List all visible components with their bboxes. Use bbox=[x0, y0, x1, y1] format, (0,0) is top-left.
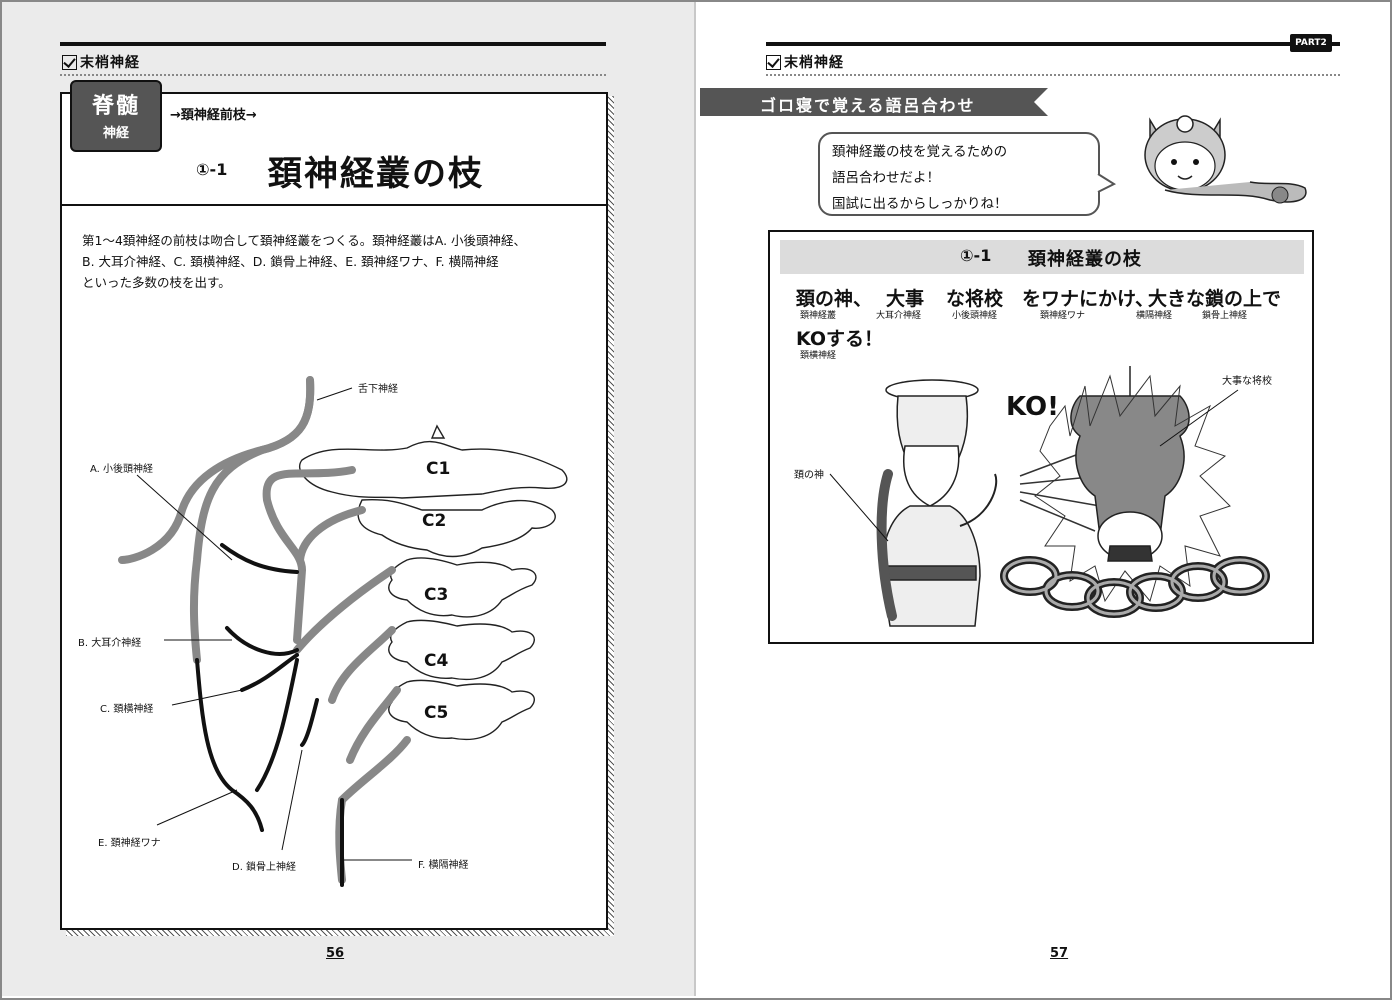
mnemonic-word: KOする！ bbox=[796, 328, 884, 350]
left-header: 末梢神経 bbox=[62, 52, 140, 72]
mnemonic-word: をワナにかけ、 bbox=[1022, 288, 1155, 310]
frame-divider bbox=[62, 204, 606, 206]
mnemonic-reading: 鎖骨上神経 bbox=[1202, 311, 1248, 321]
mnemonic-reading: 頚神経ワナ bbox=[1040, 311, 1086, 321]
speech-bubble: 頚神経叢の枝を覚えるための 語呂合わせだよ！ 国試に出るからしっかりね！ bbox=[818, 132, 1100, 216]
ribbon-banner bbox=[700, 88, 1048, 116]
label-hypoglossal-nerve: 舌下神経 bbox=[358, 384, 398, 395]
left-header-dots bbox=[60, 74, 606, 76]
bubble-line: 頚神経叢の枝を覚えるための bbox=[832, 144, 1008, 160]
page-number-left: 56 bbox=[326, 946, 345, 961]
label-officer: 大事な将校 bbox=[1222, 376, 1272, 387]
checkbox-icon bbox=[766, 55, 781, 70]
mnemonic-illustration bbox=[829, 366, 1270, 627]
section-title: 頚神経叢の枝 bbox=[268, 154, 484, 194]
mnemonic-reading: 頚神経叢 bbox=[800, 311, 837, 321]
mnemonic-reading: 頚横神経 bbox=[800, 351, 837, 361]
right-header-text: 末梢神経 bbox=[784, 55, 844, 71]
left-header-text: 末梢神経 bbox=[80, 55, 140, 71]
page-gutter bbox=[694, 2, 696, 996]
vertebra-label: C3 bbox=[424, 585, 448, 605]
right-header-rule bbox=[766, 42, 1340, 46]
mnemonic-word: 大事 bbox=[886, 288, 925, 310]
god-figure bbox=[876, 379, 998, 627]
right-header-dots bbox=[766, 74, 1340, 76]
category-sub: 神経 bbox=[102, 126, 129, 141]
mnemonic-reading: 大耳介神経 bbox=[876, 311, 922, 321]
left-header-rule bbox=[60, 42, 606, 46]
part-badge: PART2 bbox=[1290, 34, 1332, 52]
box-number: ①-1 bbox=[960, 246, 992, 265]
impact-aura bbox=[1034, 374, 1231, 603]
mnemonic-box-header: ①-1 頚神経叢の枝 bbox=[780, 240, 1304, 274]
label-lesser-occipital: A. 小後頭神経 bbox=[90, 464, 154, 475]
bubble-line: 語呂合わせだよ！ bbox=[832, 170, 940, 186]
page-number-right: 57 bbox=[1050, 946, 1069, 961]
nerve-trunks bbox=[118, 376, 411, 884]
label-phrenic: F. 横隔神経 bbox=[418, 860, 469, 871]
vertebra-label: C4 bbox=[424, 651, 448, 671]
mnemonic-reading: 横隔神経 bbox=[1136, 311, 1173, 321]
mascot-illustration bbox=[1144, 115, 1307, 204]
right-header: 末梢神経 bbox=[766, 52, 844, 72]
vertebra-label: C2 bbox=[422, 511, 446, 531]
label-great-auricular: B. 大耳介神経 bbox=[78, 638, 142, 649]
ko-text: KO! bbox=[1006, 392, 1059, 422]
category-badge: 脊髄 神経 bbox=[70, 80, 162, 152]
category-main: 脊髄 bbox=[91, 94, 140, 119]
bubble-line: 国試に出るからしっかりね！ bbox=[832, 196, 1008, 212]
mnemonic-word: 頚の神、 bbox=[796, 288, 873, 310]
label-ansa-cervicalis: E. 頚神経ワナ bbox=[98, 838, 161, 849]
bubble-tail bbox=[1097, 173, 1117, 193]
vertebra-label: C5 bbox=[424, 703, 448, 723]
body-text: 第1～4頚神経の前枝は吻合して頚神経叢をつくる。頚神経叢はA. 小後頭神経、 B… bbox=[82, 230, 592, 293]
label-supraclavicular: D. 鎖骨上神経 bbox=[232, 862, 297, 873]
vertebrae bbox=[299, 424, 568, 741]
leader-lines bbox=[136, 387, 412, 861]
mnemonic-word: 大きな鎖の上で bbox=[1148, 288, 1282, 310]
section-number: ①-1 bbox=[196, 160, 228, 179]
cervical-plexus-diagram: C1 C2 C3 C4 C5 bbox=[118, 376, 568, 887]
label-transverse-cervical: C. 頚横神経 bbox=[100, 704, 154, 715]
nerve-branches bbox=[195, 543, 344, 887]
label-god: 頚の神 bbox=[794, 470, 824, 481]
vertebra-label: C1 bbox=[426, 459, 450, 479]
checkbox-icon bbox=[62, 55, 77, 70]
body-line: といった多数の枝を出す。 bbox=[82, 275, 231, 290]
box-title: 頚神経叢の枝 bbox=[1028, 249, 1142, 270]
vertebra-labels: C1 C2 C3 C4 C5 bbox=[422, 459, 450, 723]
mnemonic-word: な将校 bbox=[946, 288, 1004, 310]
breadcrumb: →頚神経前枝→ bbox=[170, 108, 257, 123]
mnemonic-reading: 小後頭神経 bbox=[952, 311, 998, 321]
leader-line-god bbox=[829, 473, 889, 542]
body-line: 第1～4頚神経の前枝は吻合して頚神経叢をつくる。頚神経叢はA. 小後頭神経、 bbox=[82, 233, 527, 248]
officer-figure bbox=[1070, 366, 1190, 562]
leader-line-officer bbox=[1159, 389, 1239, 447]
ribbon-title: ゴロ寝で覚える語呂合わせ bbox=[760, 96, 976, 115]
body-line: B. 大耳介神経、C. 頚横神経、D. 鎖骨上神経、E. 頚神経ワナ、F. 横隔… bbox=[82, 254, 499, 269]
